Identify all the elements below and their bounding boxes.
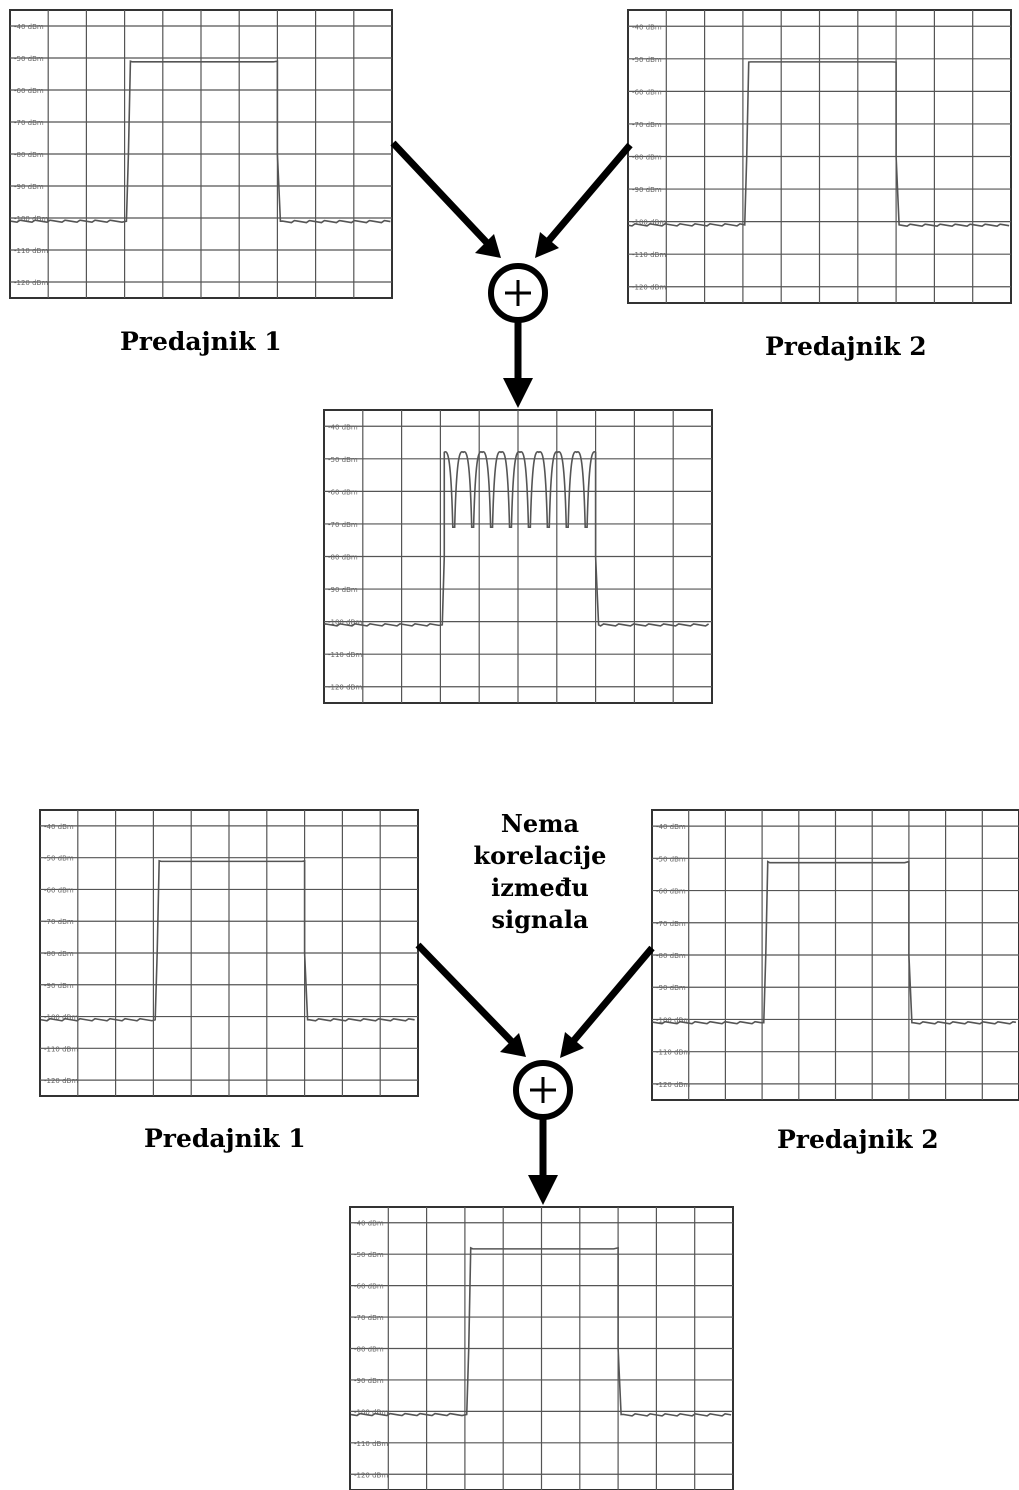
y-tick-label: -120 dBm [14,279,48,287]
y-tick-label: -50 dBm [328,456,358,464]
y-tick-label: -60 dBm [656,888,686,896]
spectrum-sum-uncorrelated: -40 dBm -50 dBm -60 dBm -70 dBm -80 dBm -90 d… [349,1206,734,1490]
label-predajnik-1-bottom: Predajnik 1 [144,1124,306,1153]
spectrum-predajnik-1-bottom: -40 dBm -50 dBm -60 dBm -70 dBm -80 dBm -90 d… [39,809,419,1097]
y-tick-label: -40 dBm [14,23,44,31]
y-tick-label: -50 dBm [656,855,686,863]
spectrum-trace [10,60,391,224]
y-tick-label: -40 dBm [656,823,686,831]
y-tick-label: -120 dBm [632,284,666,292]
bottom-arrows [415,942,655,1205]
note-line-4: signala [491,905,589,934]
arrowhead-down-bottom [528,1175,558,1205]
y-tick-label: -90 dBm [44,982,74,990]
y-tick-label: -50 dBm [44,855,74,863]
spectrum-trace [628,61,1010,228]
y-tick-label: -60 dBm [44,886,74,894]
spectrum-predajnik-2-top: -40 dBm -50 dBm -60 dBm -70 dBm -80 dBm -90 d… [627,9,1012,304]
y-tick-label: -80 dBm [328,554,358,562]
spectrum-trace [324,451,710,627]
arrow-left-to-sum-top [390,140,493,249]
arrow-left-to-sum-bottom [415,942,518,1048]
spectrum-sum-correlated: -40 dBm -50 dBm -60 dBm -70 dBm -80 dBm -90 d… [323,409,713,704]
y-tick-label: -50 dBm [354,1251,384,1259]
spectrum-predajnik-1-top: -40 dBm -50 dBm -60 dBm -70 dBm -80 dBm -90 d… [9,9,393,299]
y-tick-label: -70 dBm [328,521,358,529]
arrow-right-to-sum-bottom [567,945,655,1048]
y-tick-label: -100 dBm [354,1408,388,1416]
y-tick-label: -110 dBm [44,1045,78,1053]
y-tick-label: -50 dBm [632,56,662,64]
note-line-1: Nema [500,809,580,838]
label-predajnik-2-top: Predajnik 2 [765,332,927,361]
y-tick-label: -110 dBm [328,651,362,659]
y-tick-label: -80 dBm [354,1346,384,1354]
y-tick-label: -110 dBm [14,247,48,255]
note-line-3: između [491,873,589,902]
y-tick-label: -60 dBm [14,87,44,95]
y-tick-label: -110 dBm [354,1440,388,1448]
note-line-2: korelacije [473,841,607,870]
y-tick-label: -40 dBm [328,423,358,431]
y-tick-label: -80 dBm [44,950,74,958]
y-tick-label: -40 dBm [632,23,662,31]
y-tick-label: -100 dBm [656,1016,690,1024]
label-predajnik-1-top: Predajnik 1 [120,327,282,356]
arrowhead-right-top [535,232,559,258]
y-tick-label: -90 dBm [328,586,358,594]
y-tick-label: -70 dBm [14,119,44,127]
arrow-right-to-sum-top [542,142,633,248]
y-tick-label: -40 dBm [354,1220,384,1228]
note-no-correlation: Nema korelacije između signala [470,808,610,936]
sum-node-top [488,263,548,323]
arrowhead-right-bottom [560,1032,584,1058]
y-tick-label: -70 dBm [44,918,74,926]
y-tick-label: -90 dBm [354,1377,384,1385]
y-tick-label: -120 dBm [656,1081,690,1089]
y-tick-label: -90 dBm [632,186,662,194]
sum-node-bottom [513,1060,573,1120]
y-tick-label: -110 dBm [632,251,666,259]
spectrum-trace [40,859,415,1022]
arrowhead-down-top [503,378,533,408]
spectrum-predajnik-2-bottom: -40 dBm -50 dBm -60 dBm -70 dBm -80 dBm -90 d… [651,809,1019,1101]
y-tick-label: -60 dBm [354,1283,384,1291]
y-tick-label: -100 dBm [328,619,362,627]
y-tick-label: -60 dBm [632,88,662,96]
y-tick-label: -80 dBm [632,154,662,162]
y-tick-label: -120 dBm [354,1471,388,1479]
y-tick-label: -90 dBm [14,183,44,191]
y-tick-label: -50 dBm [14,55,44,63]
y-tick-label: -70 dBm [656,920,686,928]
spectrum-trace [652,860,1017,1025]
arrowhead-left-top [475,234,501,258]
top-arrows [390,140,633,408]
y-tick-label: -80 dBm [14,151,44,159]
y-tick-label: -100 dBm [14,215,48,223]
y-tick-label: -110 dBm [656,1049,690,1057]
label-predajnik-2-bottom: Predajnik 2 [777,1125,939,1154]
y-tick-label: -80 dBm [656,952,686,960]
y-tick-label: -70 dBm [632,121,662,129]
spectrum-trace [350,1246,732,1417]
arrowhead-left-bottom [500,1033,526,1057]
y-tick-label: -120 dBm [328,684,362,692]
y-tick-label: -100 dBm [44,1014,78,1022]
y-tick-label: -70 dBm [354,1314,384,1322]
y-tick-label: -100 dBm [632,219,666,227]
y-tick-label: -60 dBm [328,488,358,496]
y-tick-label: -90 dBm [656,984,686,992]
y-tick-label: -40 dBm [44,823,74,831]
y-tick-label: -120 dBm [44,1077,78,1085]
